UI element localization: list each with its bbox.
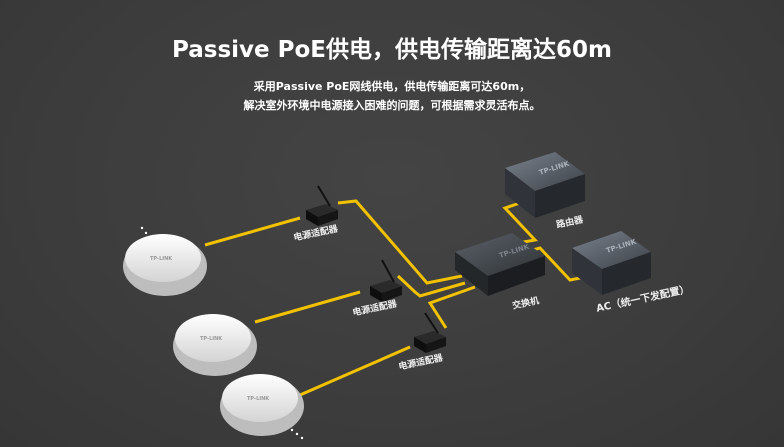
ap3-brand: TP-LINK [247,396,270,402]
power-adapter-3 [414,312,446,353]
cable-ap2-adapter2 [254,290,361,324]
ac-device: TP-LINK [572,231,651,295]
access-point-2: TP-LINK [173,314,257,376]
ap1-brand: TP-LINK [150,256,173,262]
power-adapter-1 [306,185,338,226]
cable-adapter3-switch [427,285,476,329]
cable-switch-router [502,201,538,245]
power-adapter-2 [370,259,402,302]
cable-adapter1-switch [337,199,463,285]
cable-adapter2-switch [396,274,466,298]
subtitle-line-2: 解决室外环境中电源接入困难的问题，可根据需求灵活布点。 [243,99,541,112]
router-device: TP-LINK [505,152,585,218]
cable-ap3-adapter3 [299,345,411,397]
access-point-3: TP-LINK [220,374,304,440]
switch-device: TP-LINK [455,233,545,296]
subtitle-line-1: 采用Passive PoE网线供电，供电传输距离可达60m， [253,80,531,93]
page-title: Passive PoE供电，供电传输距离达60m [172,37,612,63]
ap2-brand: TP-LINK [200,336,223,342]
access-point-1: TP-LINK [123,226,207,296]
cable-ap1-adapter1 [204,216,301,247]
